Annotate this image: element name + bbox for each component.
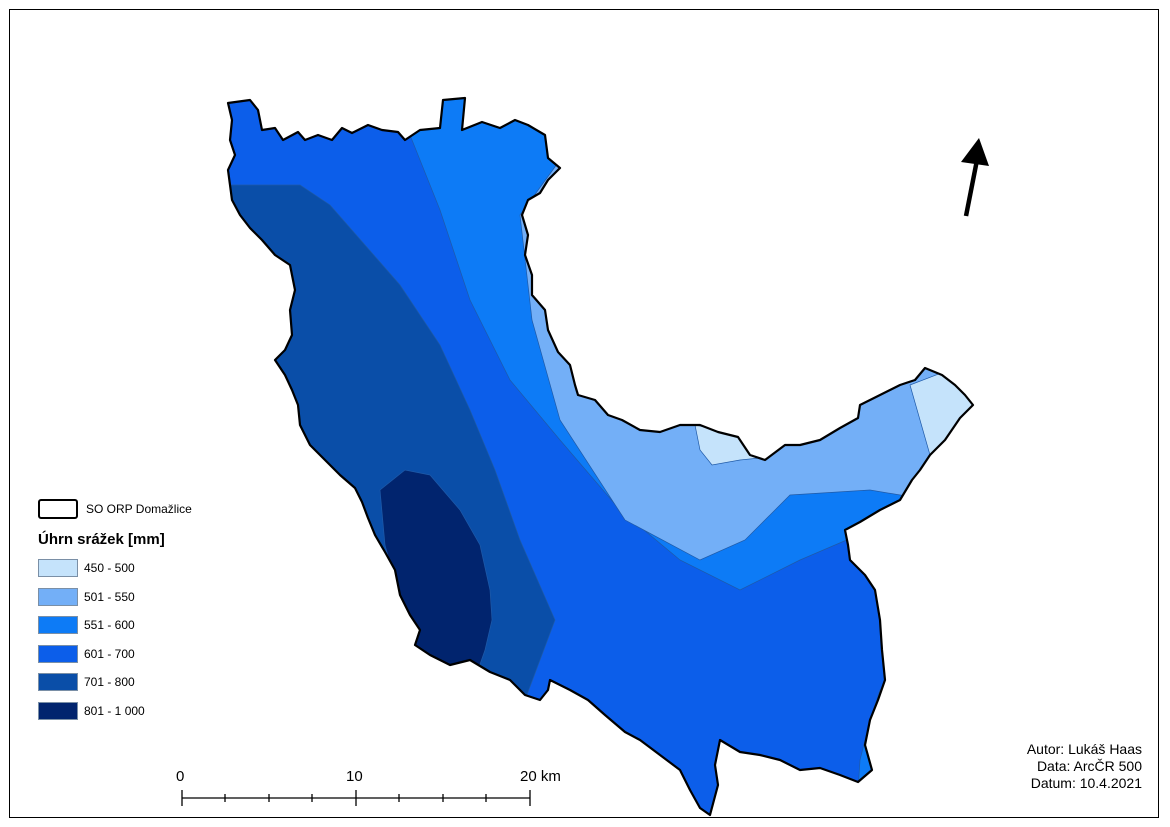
legend-item: 801 - 1 000	[38, 697, 192, 726]
credits-date: Datum: 10.4.2021	[1030, 775, 1142, 791]
map-credits: Autor: Lukáš Haas Data: ArcČR 500 Datum:…	[1027, 741, 1142, 792]
legend-item-label: 701 - 800	[84, 675, 135, 690]
legend-item: 701 - 800	[38, 668, 192, 697]
legend-title: Úhrn srážek [mm]	[38, 531, 165, 548]
scale-bar	[181, 790, 531, 806]
legend-item: 551 - 600	[38, 611, 192, 640]
legend-boundary-label: SO ORP Domažlice	[86, 502, 192, 516]
north-arrow-icon	[961, 138, 989, 217]
legend-swatch	[38, 644, 78, 663]
legend-item: 501 - 550	[38, 583, 192, 612]
legend-item: 450 - 500	[38, 554, 192, 583]
legend-swatch	[38, 616, 78, 635]
legend-item-label: 450 - 500	[84, 561, 135, 576]
scale-label-20-km: 20 km	[520, 768, 561, 785]
legend-item-label: 551 - 600	[84, 618, 135, 633]
legend-swatch	[38, 559, 78, 578]
legend-boundary-entry: SO ORP Domažlice	[38, 497, 192, 521]
legend-item-label: 501 - 550	[84, 589, 135, 604]
legend-item-label: 801 - 1 000	[84, 703, 145, 718]
legend-swatch	[38, 673, 78, 692]
credits-author: Autor: Lukáš Haas	[1026, 741, 1142, 757]
scale-label-10: 10	[346, 768, 363, 785]
legend-item: 601 - 700	[38, 640, 192, 669]
legend-swatch	[38, 701, 78, 720]
scale-label-0: 0	[176, 768, 185, 785]
legend: SO ORP Domažlice Úhrn srážek [mm] 450 - …	[38, 497, 192, 725]
boundary-swatch	[38, 499, 78, 519]
credits-data: Data: ArcČR 500	[1036, 758, 1142, 774]
legend-swatch	[38, 587, 78, 606]
legend-item-label: 601 - 700	[84, 646, 135, 661]
